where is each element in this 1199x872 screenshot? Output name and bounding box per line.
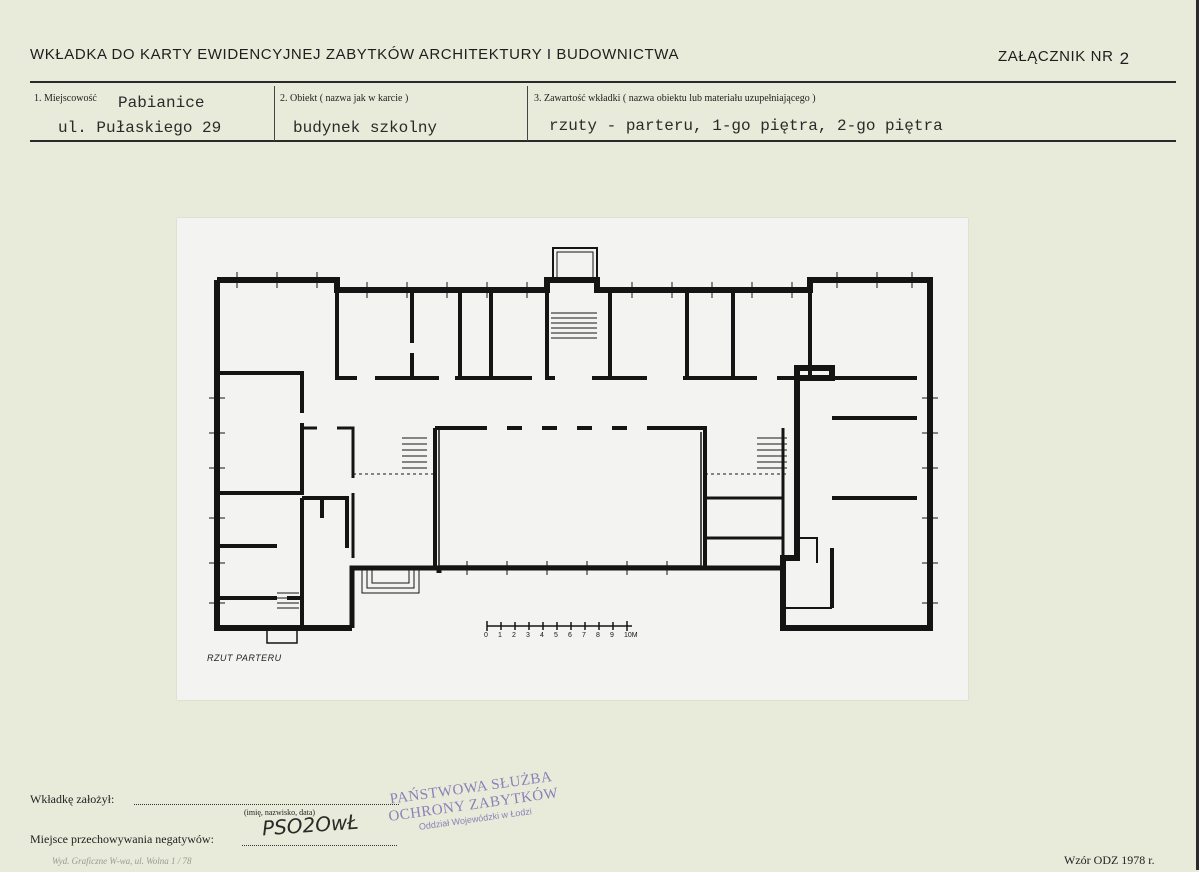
annex-number: 2 xyxy=(1119,49,1130,68)
card-title: WKŁADKA DO KARTY EWIDENCYJNEJ ZABYTKÓW A… xyxy=(30,46,680,63)
locality-label: 1. Miejscowość xyxy=(34,93,97,104)
contents-label: 3. Zawartość wkładki ( nazwa obiektu lub… xyxy=(534,93,816,104)
annex-label-text: ZAŁĄCZNIK NR xyxy=(998,48,1114,65)
scale-tick-3: 3 xyxy=(526,632,530,639)
field-divider-2 xyxy=(527,86,528,141)
annex-label: ZAŁĄCZNIK NR 2 xyxy=(998,46,1130,68)
scale-tick-7: 7 xyxy=(582,632,586,639)
scale-tick-1: 1 xyxy=(498,632,502,639)
scale-tick-9: 9 xyxy=(610,632,614,639)
form-model: Wzór ODZ 1978 r. xyxy=(1064,853,1155,867)
negatives-line xyxy=(242,845,397,846)
locality-value: Pabianice xyxy=(118,94,205,112)
address-value: ul. Pułaskiego 29 xyxy=(58,119,222,137)
institution-stamp: PAŃSTWOWA SŁUŻBA OCHRONY ZABYTKÓW Oddzia… xyxy=(383,768,567,872)
scale-tick-4: 4 xyxy=(540,632,544,639)
created-by-label: Wkładkę założył: xyxy=(30,792,115,806)
object-label: 2. Obiekt ( nazwa jak w karcie ) xyxy=(280,93,409,104)
created-by-line xyxy=(134,804,399,805)
header-rule-top xyxy=(30,81,1176,83)
field-divider-1 xyxy=(274,86,275,141)
scale-tick-5: 5 xyxy=(554,632,558,639)
scale-bar xyxy=(486,621,632,631)
floor-plan-photo: 0 1 2 3 4 5 6 7 8 9 10M RZUT PARTERU xyxy=(177,218,968,700)
scale-tick-0: 0 xyxy=(484,632,488,639)
plan-caption: RZUT PARTERU xyxy=(207,653,282,663)
header-rule-bottom xyxy=(30,140,1176,142)
scale-tick-6: 6 xyxy=(568,632,572,639)
scale-tick-2: 2 xyxy=(512,632,516,639)
printer-note: Wyd. Graficzne W-wa, ul. Wolna 1 / 78 xyxy=(52,856,192,866)
created-by-hint: (imię, nazwisko, data) xyxy=(244,808,316,817)
contents-value: rzuty - parteru, 1-go piętra, 2-go piętr… xyxy=(549,117,943,135)
card-edge xyxy=(1196,0,1199,870)
scale-tick-8: 8 xyxy=(596,632,600,639)
object-value: budynek szkolny xyxy=(293,119,438,137)
scale-tick-10: 10M xyxy=(624,632,638,639)
negatives-label: Miejsce przechowywania negatywów: xyxy=(30,832,214,846)
floor-plan-drawing: 0 1 2 3 4 5 6 7 8 9 10M xyxy=(209,247,938,644)
